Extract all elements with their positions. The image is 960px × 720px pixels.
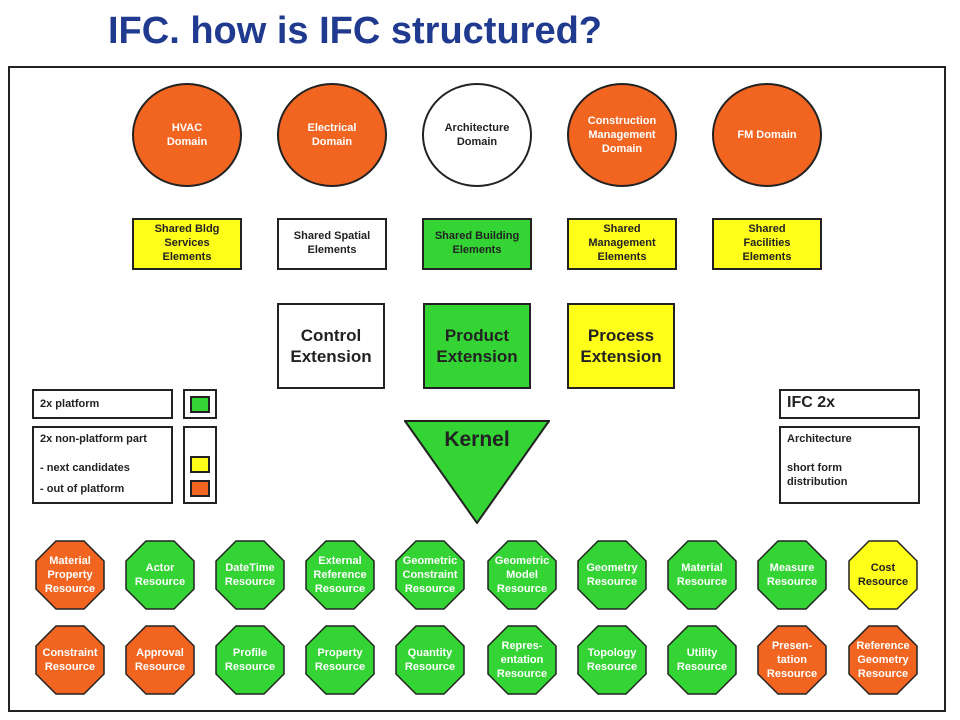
- extension-process-extension: Process Extension: [567, 303, 675, 389]
- ifc-info-box: Architecture short form distribution: [779, 426, 920, 504]
- shared-shared-bldg-services-elements: Shared Bldg Services Elements: [132, 218, 242, 270]
- domain-construction-management-domain: Construction Management Domain: [567, 83, 677, 187]
- legend-green-swatch: [190, 396, 210, 413]
- resource-material-property-resource: Material Property Resource: [35, 540, 105, 610]
- kernel-label: Kernel: [444, 428, 510, 451]
- resource-label: Constraint Resource: [42, 646, 98, 673]
- resource-quantity-resource: Quantity Resource: [395, 625, 465, 695]
- resource-actor-resource: Actor Resource: [125, 540, 195, 610]
- shared-shared-facilities-elements: Shared Facilities Elements: [712, 218, 822, 270]
- domain-hvac-domain: HVAC Domain: [132, 83, 242, 187]
- resource-label: Material Resource: [676, 561, 728, 588]
- resource-label: Cost Resource: [857, 561, 909, 588]
- shared-shared-management-elements: Shared Management Elements: [567, 218, 677, 270]
- resource-label: Geometric Model Resource: [494, 554, 550, 596]
- resource-repres-entation-resource: Repres- entation Resource: [487, 625, 557, 695]
- shared-shared-building-elements: Shared Building Elements: [422, 218, 532, 270]
- resource-external-reference-resource: External Reference Resource: [305, 540, 375, 610]
- ifc-architecture-label: Architecture: [787, 433, 852, 445]
- ifc-2x-box: IFC 2x: [779, 389, 920, 419]
- resource-approval-resource: Approval Resource: [125, 625, 195, 695]
- resource-presen-tation-resource: Presen- tation Resource: [757, 625, 827, 695]
- resource-utility-resource: Utility Resource: [667, 625, 737, 695]
- legend-platform-label: 2x platform: [40, 398, 100, 410]
- legend-out-label: - out of platform: [40, 483, 125, 495]
- page-title: IFC. how is IFC structured?: [108, 10, 603, 52]
- ifc-distribution-label: short form distribution: [787, 462, 848, 489]
- kernel-triangle: [404, 420, 550, 524]
- domain-architecture-domain: Architecture Domain: [422, 83, 532, 187]
- extension-product-extension: Product Extension: [423, 303, 531, 389]
- legend-platform-box: 2x platform: [32, 389, 173, 419]
- resource-geometric-constraint-resource: Geometric Constraint Resource: [395, 540, 465, 610]
- resource-constraint-resource: Constraint Resource: [35, 625, 105, 695]
- ifc-2x-label: IFC 2x: [787, 394, 836, 411]
- legend-yellow-swatch: [190, 456, 210, 473]
- resource-reference-geometry-resource: Reference Geometry Resource: [848, 625, 918, 695]
- resource-label: Presen- tation Resource: [766, 639, 818, 681]
- legend-next-label: - next candidates: [40, 462, 130, 474]
- resource-label: Reference Geometry Resource: [856, 639, 910, 681]
- legend-orange-swatch: [190, 480, 210, 497]
- resource-datetime-resource: DateTime Resource: [215, 540, 285, 610]
- domain-fm-domain: FM Domain: [712, 83, 822, 187]
- resource-material-resource: Material Resource: [667, 540, 737, 610]
- resource-label: Profile Resource: [224, 646, 276, 673]
- resource-label: Actor Resource: [134, 561, 186, 588]
- resource-property-resource: Property Resource: [305, 625, 375, 695]
- resource-label: External Reference Resource: [313, 554, 367, 596]
- extension-control-extension: Control Extension: [277, 303, 385, 389]
- resource-cost-resource: Cost Resource: [848, 540, 918, 610]
- resource-label: Property Resource: [314, 646, 366, 673]
- resource-label: Geometry Resource: [586, 561, 638, 588]
- resource-measure-resource: Measure Resource: [757, 540, 827, 610]
- resource-label: Utility Resource: [676, 646, 728, 673]
- shared-shared-spatial-elements: Shared Spatial Elements: [277, 218, 387, 270]
- resource-label: DateTime Resource: [224, 561, 276, 588]
- resource-topology-resource: Topology Resource: [577, 625, 647, 695]
- domain-electrical-domain: Electrical Domain: [277, 83, 387, 187]
- resource-label: Repres- entation Resource: [496, 639, 548, 681]
- legend-non-platform-box: 2x non-platform part - next candidates -…: [32, 426, 173, 504]
- resource-geometry-resource: Geometry Resource: [577, 540, 647, 610]
- resource-label: Geometric Constraint Resource: [402, 554, 458, 596]
- resource-label: Measure Resource: [766, 561, 818, 588]
- resource-label: Topology Resource: [586, 646, 638, 673]
- resource-label: Approval Resource: [134, 646, 186, 673]
- resource-profile-resource: Profile Resource: [215, 625, 285, 695]
- resource-label: Material Property Resource: [44, 554, 96, 596]
- resource-label: Quantity Resource: [404, 646, 456, 673]
- resource-geometric-model-resource: Geometric Model Resource: [487, 540, 557, 610]
- legend-non-platform-label: 2x non-platform part: [40, 433, 147, 445]
